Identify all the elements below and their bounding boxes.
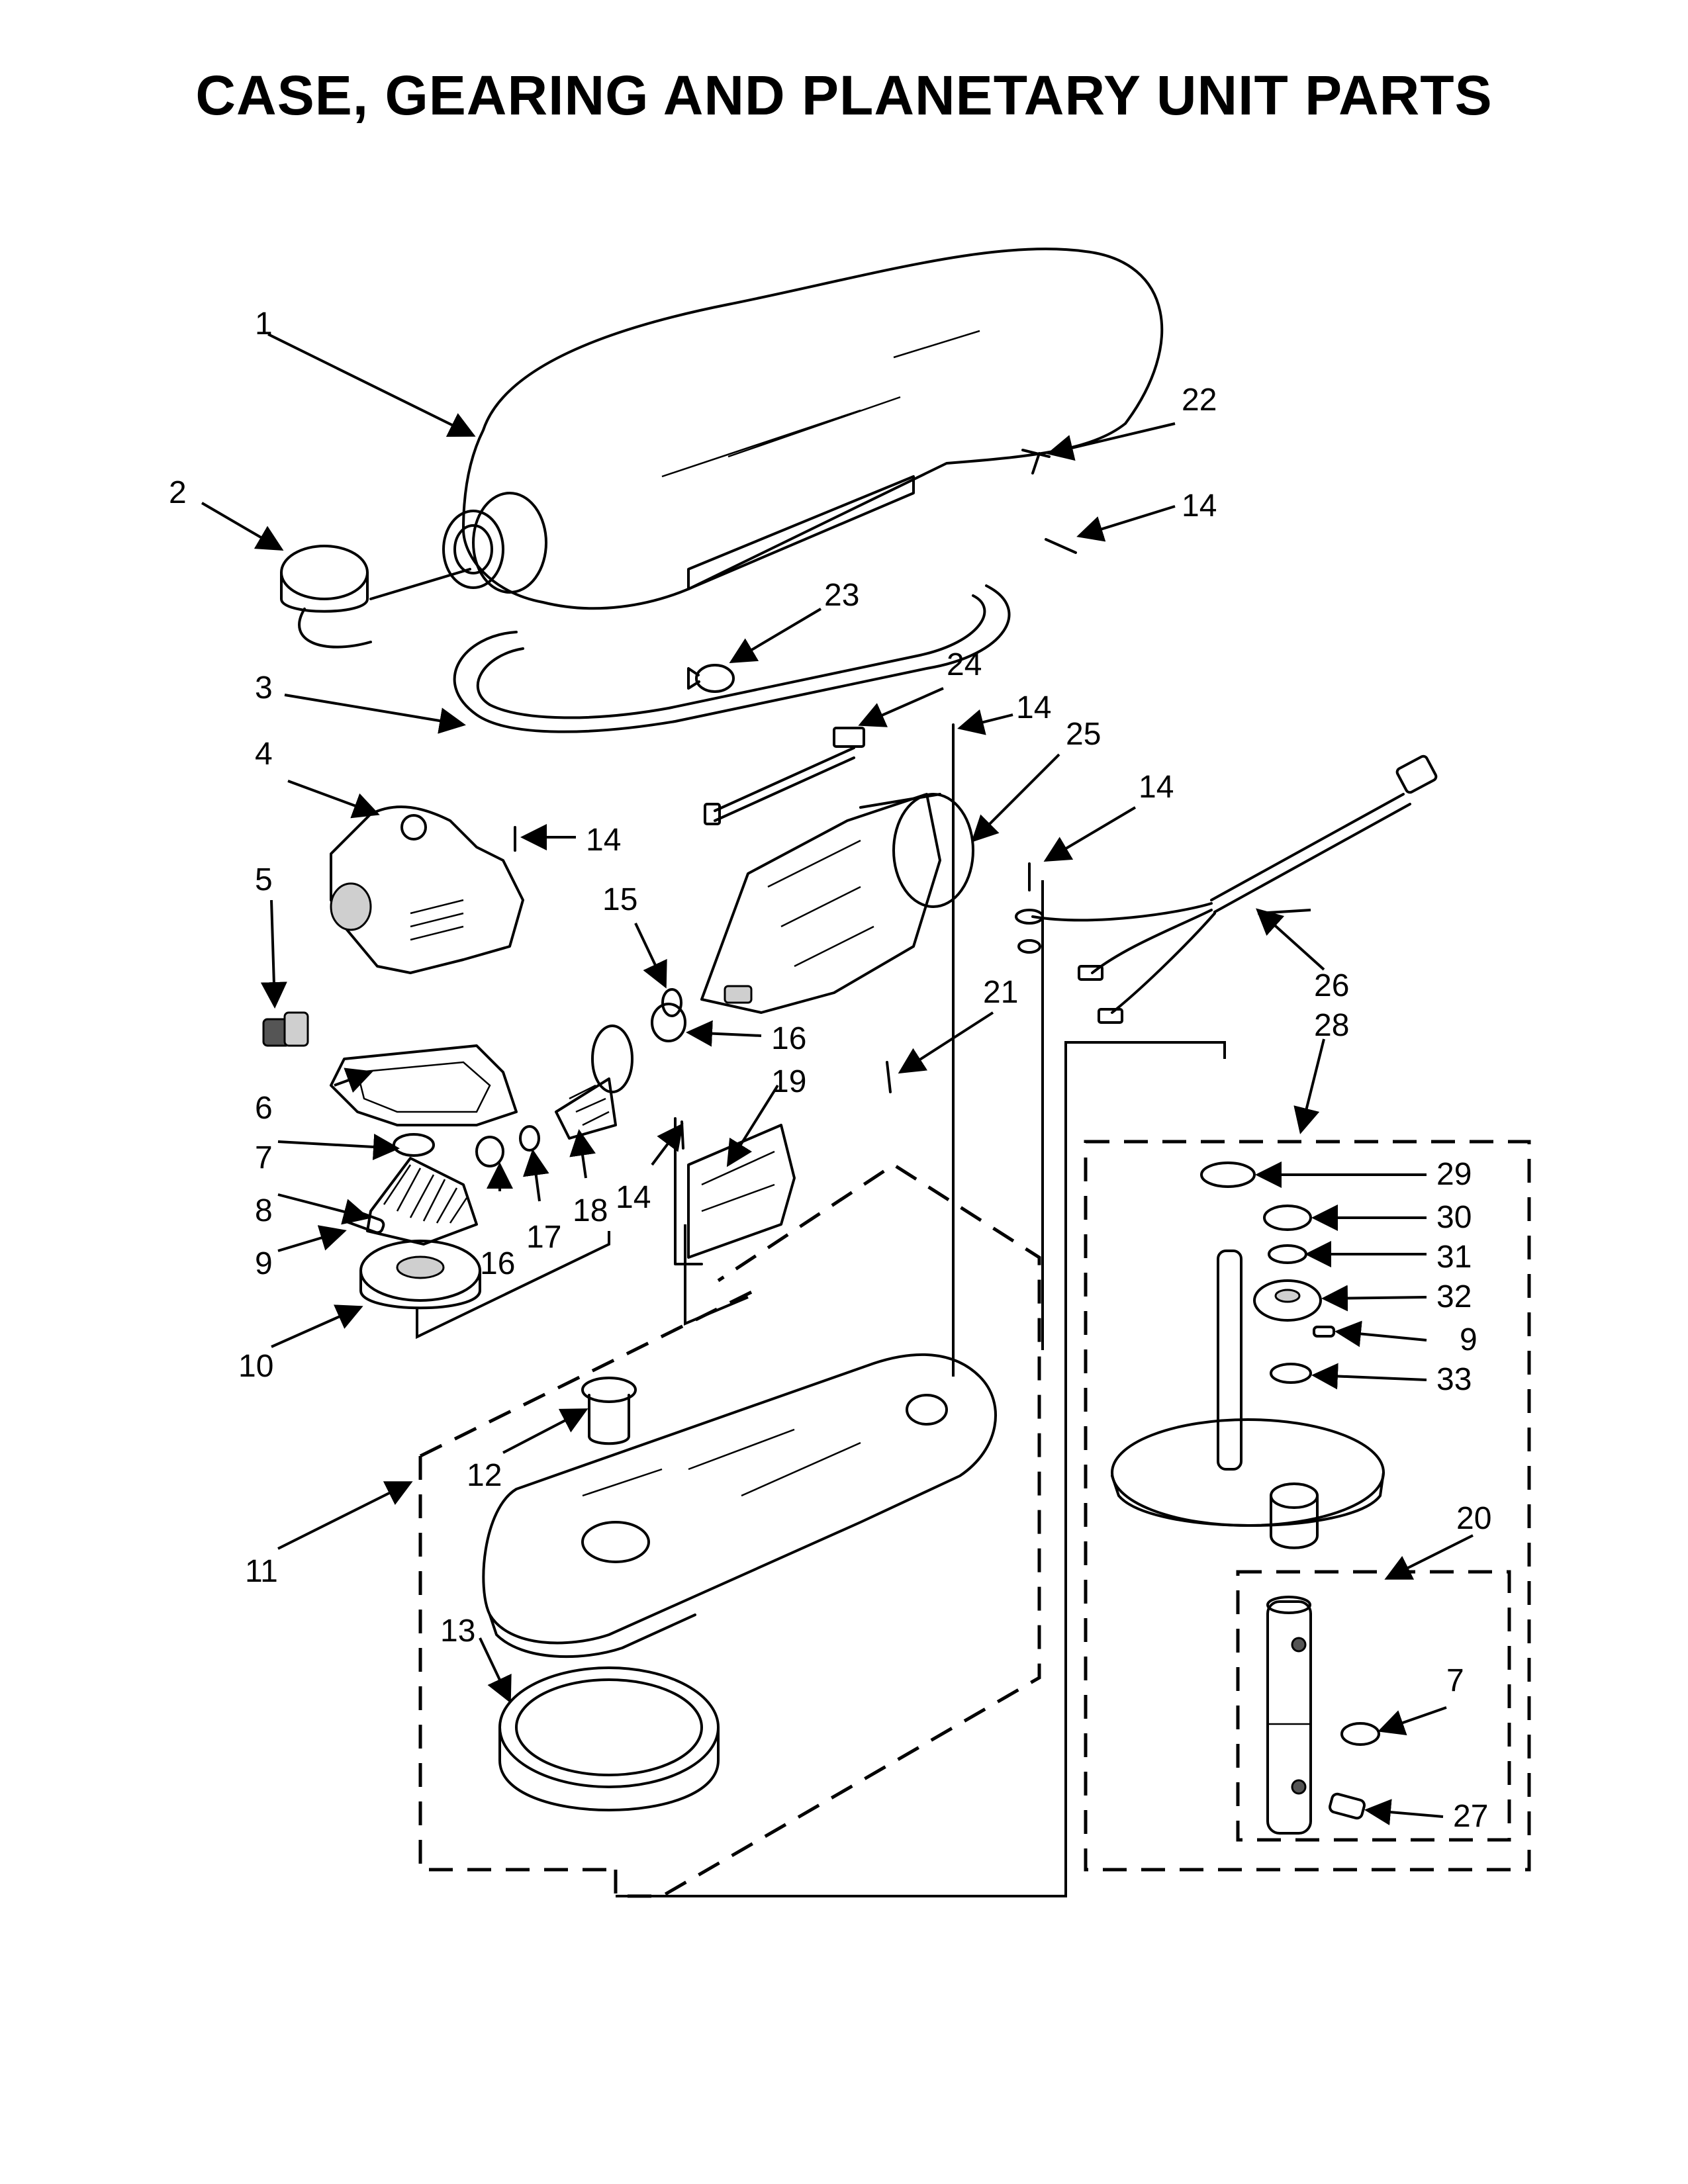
callout-16: 16 [771,1021,806,1056]
leader-lines [201,333,1474,1826]
thrust-washer-part [519,1125,540,1152]
gasket-part [330,1044,518,1126]
callout-14: 14 [1016,690,1051,725]
callout-11: 11 [245,1554,278,1589]
gear-train-bracket [416,1231,610,1340]
callout-16: 16 [480,1246,515,1281]
motor-housing-part [442,248,1164,610]
callout-4: 4 [255,737,273,772]
washer-part [1270,1363,1312,1384]
power-cord-part [1015,754,1438,1024]
washer-part [1200,1161,1256,1188]
callout-7: 7 [1446,1663,1464,1698]
callout-2: 2 [169,475,187,510]
callout-22: 22 [1182,383,1217,418]
callout-33: 33 [1436,1362,1472,1397]
trim-band-part [453,584,1011,733]
seal-part [661,988,682,1017]
retaining-ring-part [1340,1722,1380,1746]
callout-9: 9 [255,1246,273,1281]
beater-shaft-group-box [1236,1570,1511,1842]
callout-14: 14 [616,1180,651,1215]
lock-knob-part [687,664,735,693]
callout-5: 5 [255,862,273,897]
gear-housing-part [330,805,524,974]
planetary-unit-part [1111,1250,1385,1549]
callout-1: 1 [255,306,273,341]
callout-19: 19 [771,1064,806,1099]
follower-gear-part [359,1240,481,1310]
callout-14: 14 [586,823,621,858]
callout-12: 12 [467,1458,502,1493]
worm-gear-part [555,1024,633,1140]
ring-gear-part [498,1666,720,1811]
planetary-link-box [616,1041,1226,1897]
callout-23: 23 [824,578,859,613]
callout-29: 29 [1436,1157,1472,1192]
gear-case-part [482,1353,997,1659]
retaining-ring-part [1263,1205,1312,1231]
callout-24: 24 [947,647,982,682]
wire-harness-part [704,727,865,825]
callout-labels: 1 2 3 4 5 6 7 8 9 10 11 12 13 14 14 14 1… [169,306,1491,1834]
callout-7: 7 [255,1140,273,1175]
speed-control-part [674,1117,796,1265]
pin-part [1329,1792,1366,1820]
callout-14: 14 [1182,488,1217,523]
bushing-part [581,1377,637,1445]
washer-part [1268,1244,1307,1264]
callout-17: 17 [526,1220,561,1255]
callout-13: 13 [440,1614,475,1649]
motor-bracket [684,1224,749,1326]
callout-6: 6 [255,1091,273,1126]
planetary-group-box [1084,1140,1531,1872]
page-title: CASE, GEARING AND PLANETARY UNIT PARTS [195,64,1493,126]
motor-mount-line [952,754,1044,1377]
callout-26: 26 [1314,968,1349,1003]
callout-31: 31 [1436,1240,1472,1275]
callout-10: 10 [238,1349,273,1384]
motor-part [700,793,974,1014]
callout-25: 25 [1066,717,1101,752]
callout-14: 14 [1139,770,1174,805]
plug-part [262,1011,309,1047]
callout-32: 32 [1436,1279,1472,1314]
callout-18: 18 [573,1193,608,1228]
pin-part [1313,1326,1335,1338]
beater-shaft-part [1266,1596,1312,1835]
callout-3: 3 [255,670,273,705]
callout-20: 20 [1456,1501,1491,1536]
callout-30: 30 [1436,1200,1472,1235]
callout-15: 15 [602,882,637,917]
retaining-ring-part [393,1133,435,1157]
planetary-gear-part [1253,1279,1322,1322]
callout-8: 8 [255,1193,273,1228]
bevel-gear-part [366,1157,478,1246]
callout-27: 27 [1453,1799,1488,1834]
hub-cover-part [280,545,471,649]
gear-case-group-box [418,1163,1041,1898]
callout-28: 28 [1314,1008,1349,1043]
callout-21: 21 [983,975,1018,1010]
callout-9: 9 [1460,1322,1477,1357]
